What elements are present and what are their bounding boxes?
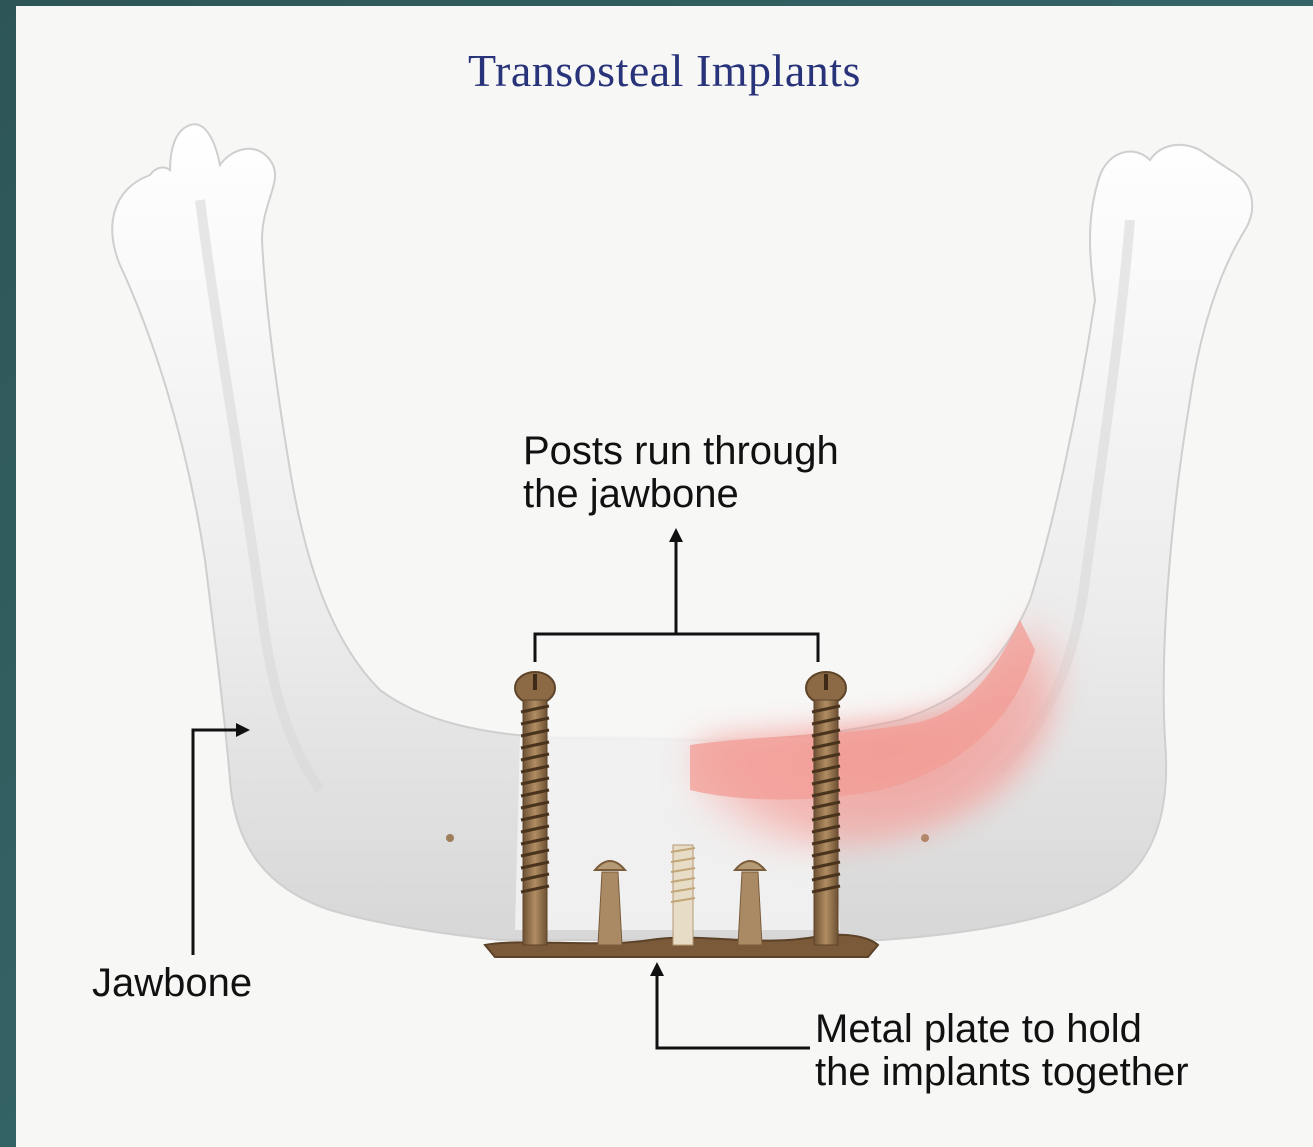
- posts-label: Posts run through the jawbone: [523, 430, 839, 516]
- posts-arrowhead: [669, 528, 683, 542]
- jawbone-shape: [112, 124, 1252, 940]
- posts-label-line-2: the jawbone: [523, 473, 839, 516]
- plate-label: Metal plate to hold the implants togethe…: [815, 1008, 1189, 1094]
- plate-callout-arrow: [657, 975, 810, 1048]
- posts-callout-bracket: [535, 540, 818, 662]
- plate-label-line-1: Metal plate to hold: [815, 1008, 1189, 1051]
- plate-arrowhead: [650, 962, 664, 976]
- posts-label-line-1: Posts run through: [523, 430, 839, 473]
- jawbone-label: Jawbone: [92, 962, 252, 1005]
- plate-label-line-2: the implants together: [815, 1051, 1189, 1094]
